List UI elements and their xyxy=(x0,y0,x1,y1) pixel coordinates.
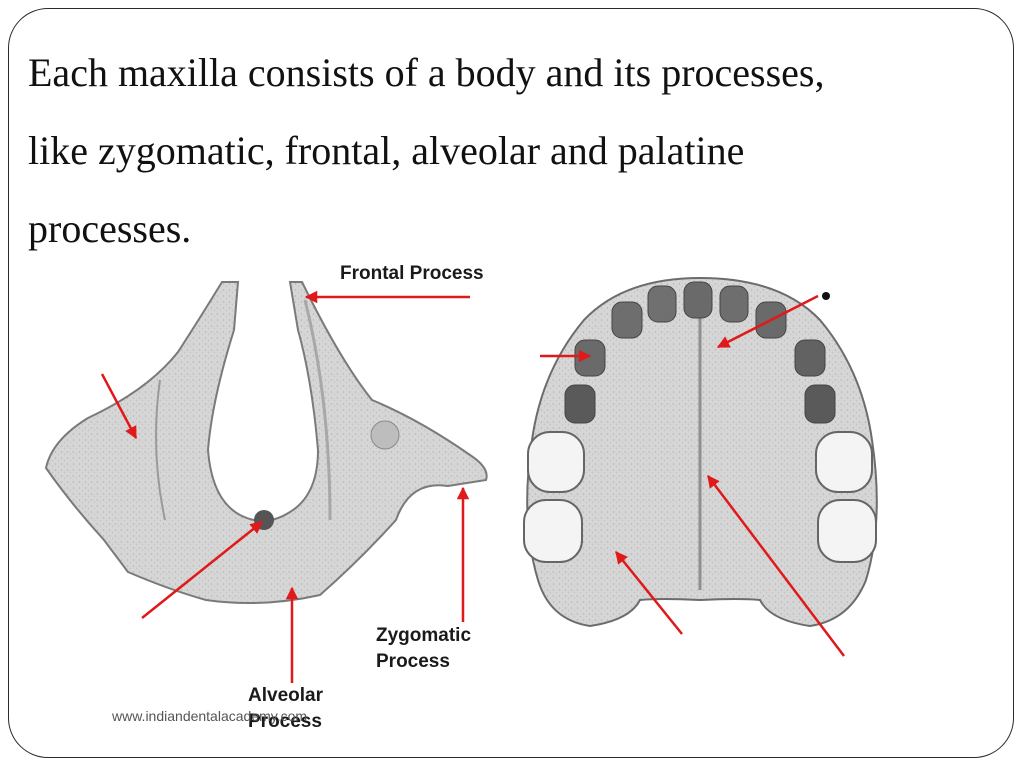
label-alveolar-line-2: Process xyxy=(248,711,322,732)
palatal-arch xyxy=(526,276,878,628)
arrow-incisive xyxy=(716,294,819,349)
arrow-palatine xyxy=(707,475,845,657)
slide-body-text: Each maxilla consists of a body and its … xyxy=(28,34,968,268)
anterior-maxilla-drawing xyxy=(44,281,488,605)
molar-teeth xyxy=(523,431,877,563)
fossa xyxy=(370,420,400,450)
text-line-3: processes. xyxy=(28,206,192,251)
frontal-ridge xyxy=(303,299,332,521)
arrow-body xyxy=(100,373,138,440)
marker-dot xyxy=(822,292,830,300)
arrow-tuberosity xyxy=(615,551,683,635)
label-zygomatic-line-1: Zygomatic xyxy=(376,625,472,646)
footer-url: www.indiandentalacademy.com xyxy=(112,708,308,724)
arrow-spine xyxy=(141,521,263,619)
pointer-arrows xyxy=(100,290,845,683)
anterior-maxilla-body xyxy=(44,281,488,605)
label-zygomatic-line-2: Process xyxy=(376,651,450,672)
text-line-1: Each maxilla consists of a body and its … xyxy=(28,50,825,95)
label-alveolar-line-1: Alveolar xyxy=(248,685,323,706)
palatal-maxilla-drawing xyxy=(523,276,878,628)
label-frontal-process: Frontal Process xyxy=(340,263,484,284)
suture-line xyxy=(155,379,166,521)
text-line-2: like zygomatic, frontal, alveolar and pa… xyxy=(28,128,745,173)
